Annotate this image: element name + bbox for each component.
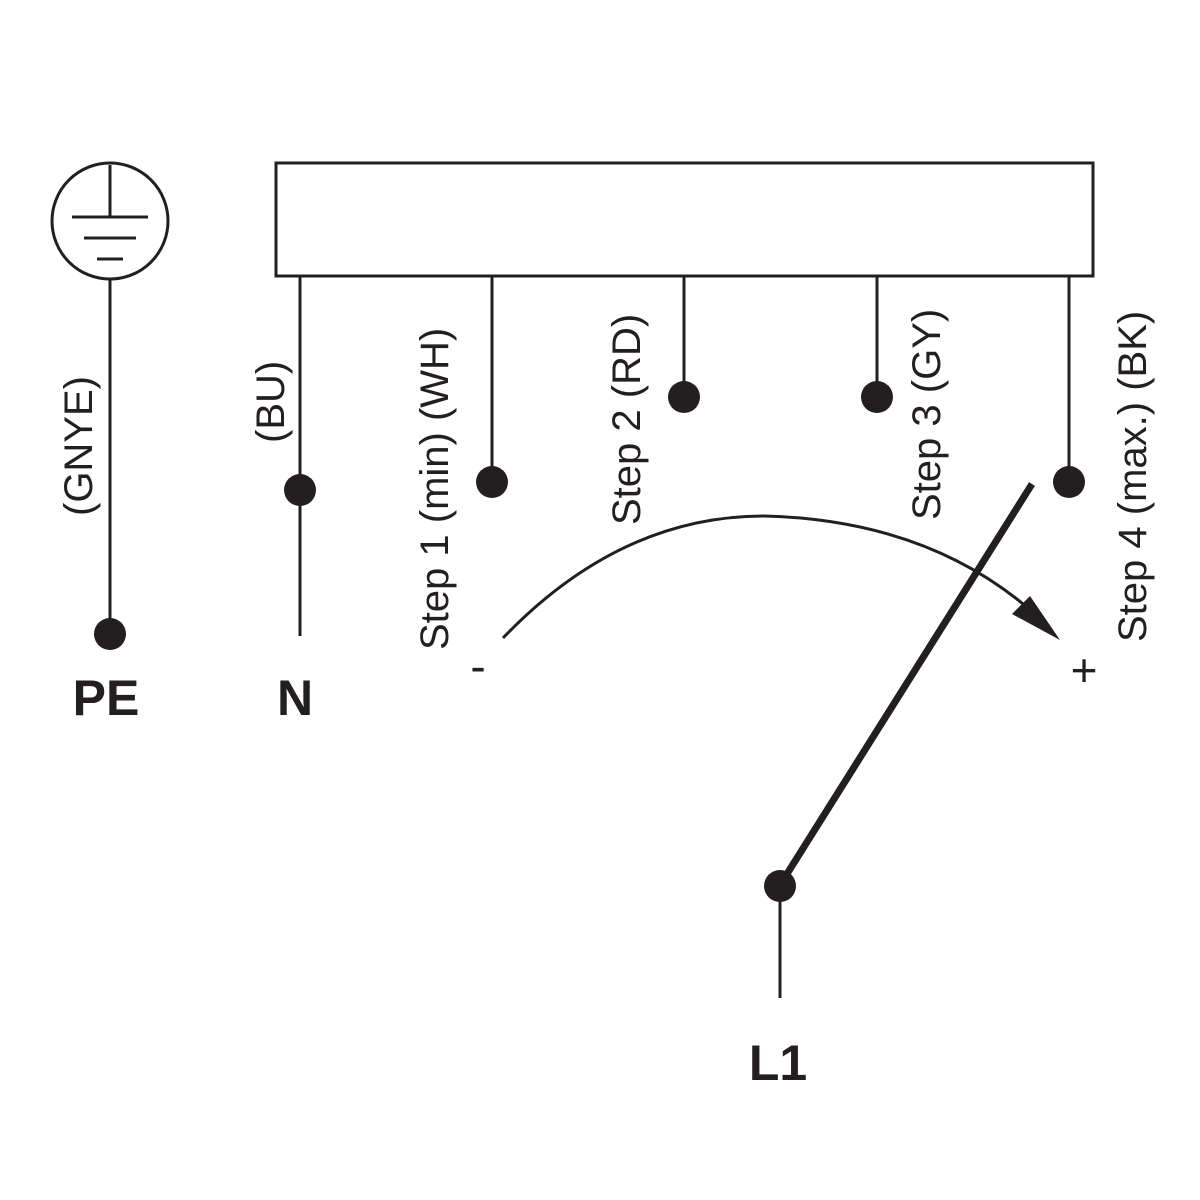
step-2-terminal-dot <box>668 381 700 413</box>
step-2-label: Step 2 (RD) <box>605 314 649 525</box>
pe-label: PE <box>73 670 140 726</box>
speed-direction-indicator: - + <box>470 514 1098 696</box>
direction-arc <box>501 514 1038 640</box>
pe-terminal-dot <box>94 618 126 650</box>
step-1-terminal-dot <box>476 466 508 498</box>
minus-label: - <box>470 640 485 692</box>
pe-wire-color-label: (GNYE) <box>57 376 101 516</box>
step-3-label: Step 3 (GY) <box>905 309 949 520</box>
protective-earth-circuit: (GNYE) PE <box>50 161 170 726</box>
step-4-label: Step 4 (max.) (BK) <box>1111 311 1155 642</box>
l1-label: L1 <box>749 1035 807 1091</box>
step-1-label: Step 1 (min) (WH) <box>413 328 457 650</box>
switch-arm <box>777 482 1035 887</box>
step-4-terminal-dot <box>1053 466 1085 498</box>
controller-box <box>274 161 1095 278</box>
n-terminal-dot <box>284 474 316 506</box>
arrow-head-icon <box>1012 596 1060 640</box>
step-taps: Step 1 (min) (WH) Step 2 (RD) Step 3 (GY… <box>413 276 1155 650</box>
earth-ground-icon <box>50 161 170 281</box>
l1-selector-switch: L1 <box>749 482 1035 1091</box>
n-label: N <box>277 670 313 726</box>
n-wire-color-label: (BU) <box>249 361 293 443</box>
neutral-circuit: (BU) N <box>249 276 316 726</box>
step-3-terminal-dot <box>861 381 893 413</box>
plus-label: + <box>1071 644 1098 696</box>
